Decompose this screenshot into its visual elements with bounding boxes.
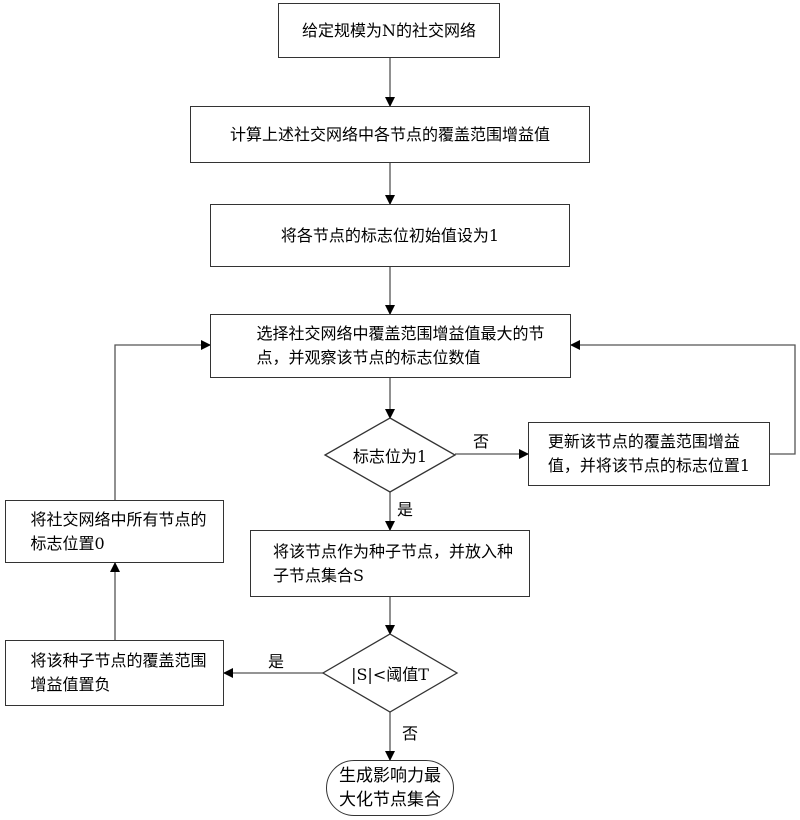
update-gain-box: 更新该节点的覆盖范围增益 值，并将该节点的标志位置1 bbox=[528, 422, 770, 486]
flag-decision-diamond bbox=[323, 417, 457, 493]
select-node-box: 选择社交网络中覆盖范围增益值最大的节 点，并观察该节点的标志位数值 bbox=[210, 314, 571, 378]
size-decision-diamond bbox=[321, 633, 459, 713]
negate-gain-box-text: 将该种子节点的覆盖范围 增益值置负 bbox=[30, 651, 207, 694]
seed-node-box: 将该节点作为种子节点，并放入种 子节点集合S bbox=[250, 530, 530, 597]
flag-yes-label: 是 bbox=[397, 500, 414, 519]
init-flag-box: 将各节点的标志位初始值设为1 bbox=[210, 204, 570, 267]
end-terminal-text: 生成影响力最 大化节点集合 bbox=[339, 766, 441, 810]
arrow-update-loop-to-select bbox=[570, 340, 796, 455]
start-box: 给定规模为N的社交网络 bbox=[278, 3, 500, 58]
size-decision-text: |S|<阈值T bbox=[351, 665, 429, 684]
select-node-box-text: 选择社交网络中覆盖范围增益值最大的节 点，并观察该节点的标志位数值 bbox=[256, 324, 545, 367]
compute-gain-box-text: 计算上述社交网络中各节点的覆盖范围增益值 bbox=[229, 124, 550, 144]
flag-no-label: 否 bbox=[473, 432, 490, 451]
end-terminal: 生成影响力最 大化节点集合 bbox=[326, 760, 454, 816]
update-gain-box-text: 更新该节点的覆盖范围增益 值，并将该节点的标志位置1 bbox=[547, 432, 751, 475]
start-box-text: 给定规模为N的社交网络 bbox=[301, 20, 476, 40]
reset-flag-box: 将社交网络中所有节点的 标志位置0 bbox=[5, 500, 224, 563]
flag-decision-text: 标志位为1 bbox=[352, 447, 428, 466]
seed-node-box-text: 将该节点作为种子节点，并放入种 子节点集合S bbox=[272, 541, 513, 585]
arrow-reset-loop-to-select bbox=[114, 340, 211, 500]
init-flag-box-text: 将各节点的标志位初始值设为1 bbox=[280, 225, 500, 245]
compute-gain-box: 计算上述社交网络中各节点的覆盖范围增益值 bbox=[190, 106, 590, 163]
reset-flag-box-text: 将社交网络中所有节点的 标志位置0 bbox=[30, 509, 207, 553]
size-no-label: 否 bbox=[402, 724, 419, 743]
size-yes-label: 是 bbox=[268, 652, 285, 671]
negate-gain-box: 将该种子节点的覆盖范围 增益值置负 bbox=[5, 640, 224, 706]
